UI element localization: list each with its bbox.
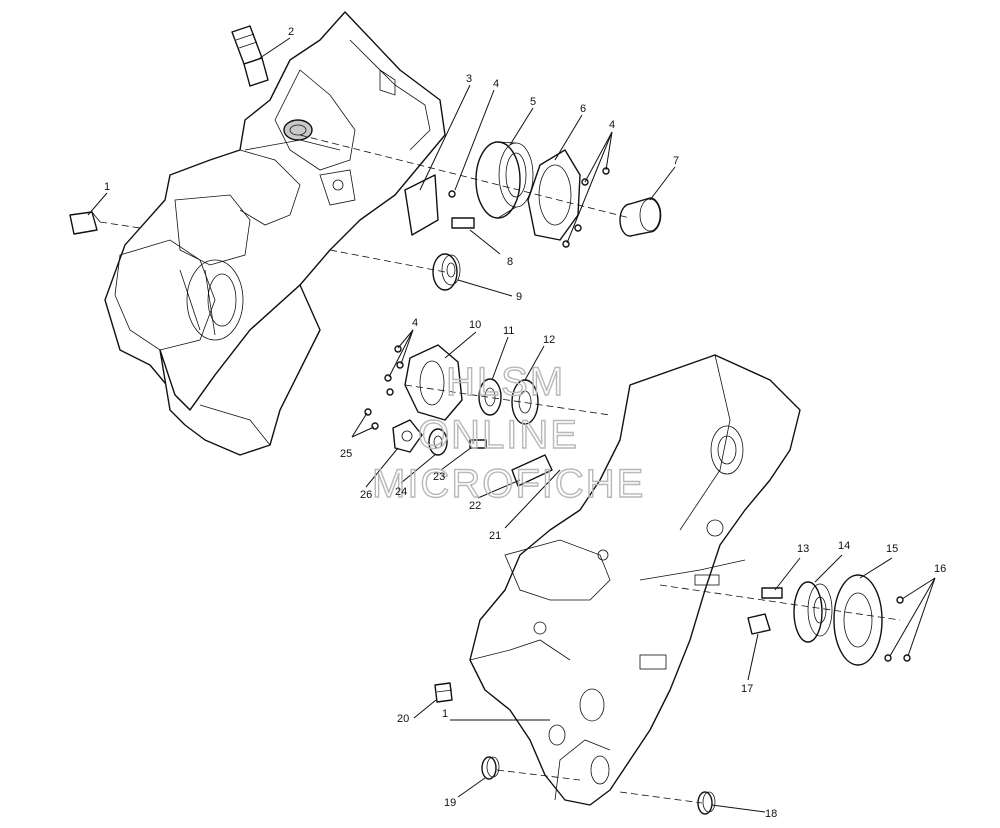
part-4-screws-middle	[384, 345, 404, 396]
part-26-cover	[392, 419, 423, 453]
callout-24: 24	[395, 486, 407, 498]
callout-12: 12	[543, 334, 555, 346]
part-17-plug	[747, 613, 771, 635]
callout-15: 15	[886, 543, 898, 555]
part-23-pin	[469, 439, 487, 449]
watermark-line1: HLSM	[446, 360, 565, 404]
part-9-bearing	[432, 253, 461, 291]
part-22-bracket	[511, 454, 553, 487]
callout-4: 4	[412, 317, 418, 329]
callout-4: 4	[493, 78, 499, 90]
callout-4: 4	[609, 119, 615, 131]
callout-11: 11	[503, 325, 514, 337]
part-14-bearing	[793, 581, 833, 643]
callout-7: 7	[673, 155, 679, 167]
part-2-fitting	[231, 25, 269, 87]
callout-1: 1	[442, 708, 448, 720]
part-25-screws	[364, 408, 379, 430]
left-crankcase-half	[104, 11, 446, 456]
callout-3: 3	[466, 73, 472, 85]
callout-9: 9	[516, 291, 522, 303]
part-6-plate	[527, 149, 581, 241]
part-3-bracket	[404, 174, 439, 236]
part-20-plug	[434, 682, 453, 703]
callout-17: 17	[741, 683, 753, 695]
watermark: HLSM ONLINE MICROFICHE	[371, 359, 645, 506]
watermark-line3: MICROFICHE	[372, 462, 645, 506]
callout-8: 8	[507, 256, 513, 268]
part-19-seal	[481, 756, 500, 780]
assembly-axes	[99, 134, 901, 804]
part-16-screws	[884, 596, 911, 662]
callout-19: 19	[444, 797, 456, 809]
part-24-seal	[428, 428, 448, 456]
part-5-bearing	[475, 141, 534, 219]
part-15-plate	[833, 574, 883, 666]
callout-10: 10	[469, 319, 481, 331]
part-18-seal	[697, 791, 716, 815]
callout-22: 22	[469, 500, 481, 512]
right-crankcase-half	[469, 354, 801, 806]
callout-14: 14	[838, 540, 850, 552]
callout-26: 26	[360, 489, 372, 501]
callout-13: 13	[797, 543, 809, 555]
leader-lines	[87, 37, 936, 813]
callout-25: 25	[340, 448, 352, 460]
part-1-plug-left	[69, 211, 101, 235]
part-13-pin	[761, 587, 783, 599]
callout-6: 6	[580, 103, 586, 115]
callout-2: 2	[288, 26, 294, 38]
callout-labels: 1 1 2 3 4 4 4 5 6 7 8 9 10 11 12 13 14 1…	[104, 26, 946, 820]
part-7-sleeve	[619, 197, 662, 237]
callout-16: 16	[934, 563, 946, 575]
part-10-gasket	[404, 344, 463, 421]
callout-18: 18	[765, 808, 777, 820]
callout-23: 23	[433, 471, 445, 483]
callout-1: 1	[104, 181, 110, 193]
callout-5: 5	[530, 96, 536, 108]
watermark-line2: ONLINE	[418, 413, 579, 457]
callout-20: 20	[397, 713, 409, 725]
part-8-dowel	[451, 217, 475, 229]
callout-21: 21	[489, 530, 501, 542]
